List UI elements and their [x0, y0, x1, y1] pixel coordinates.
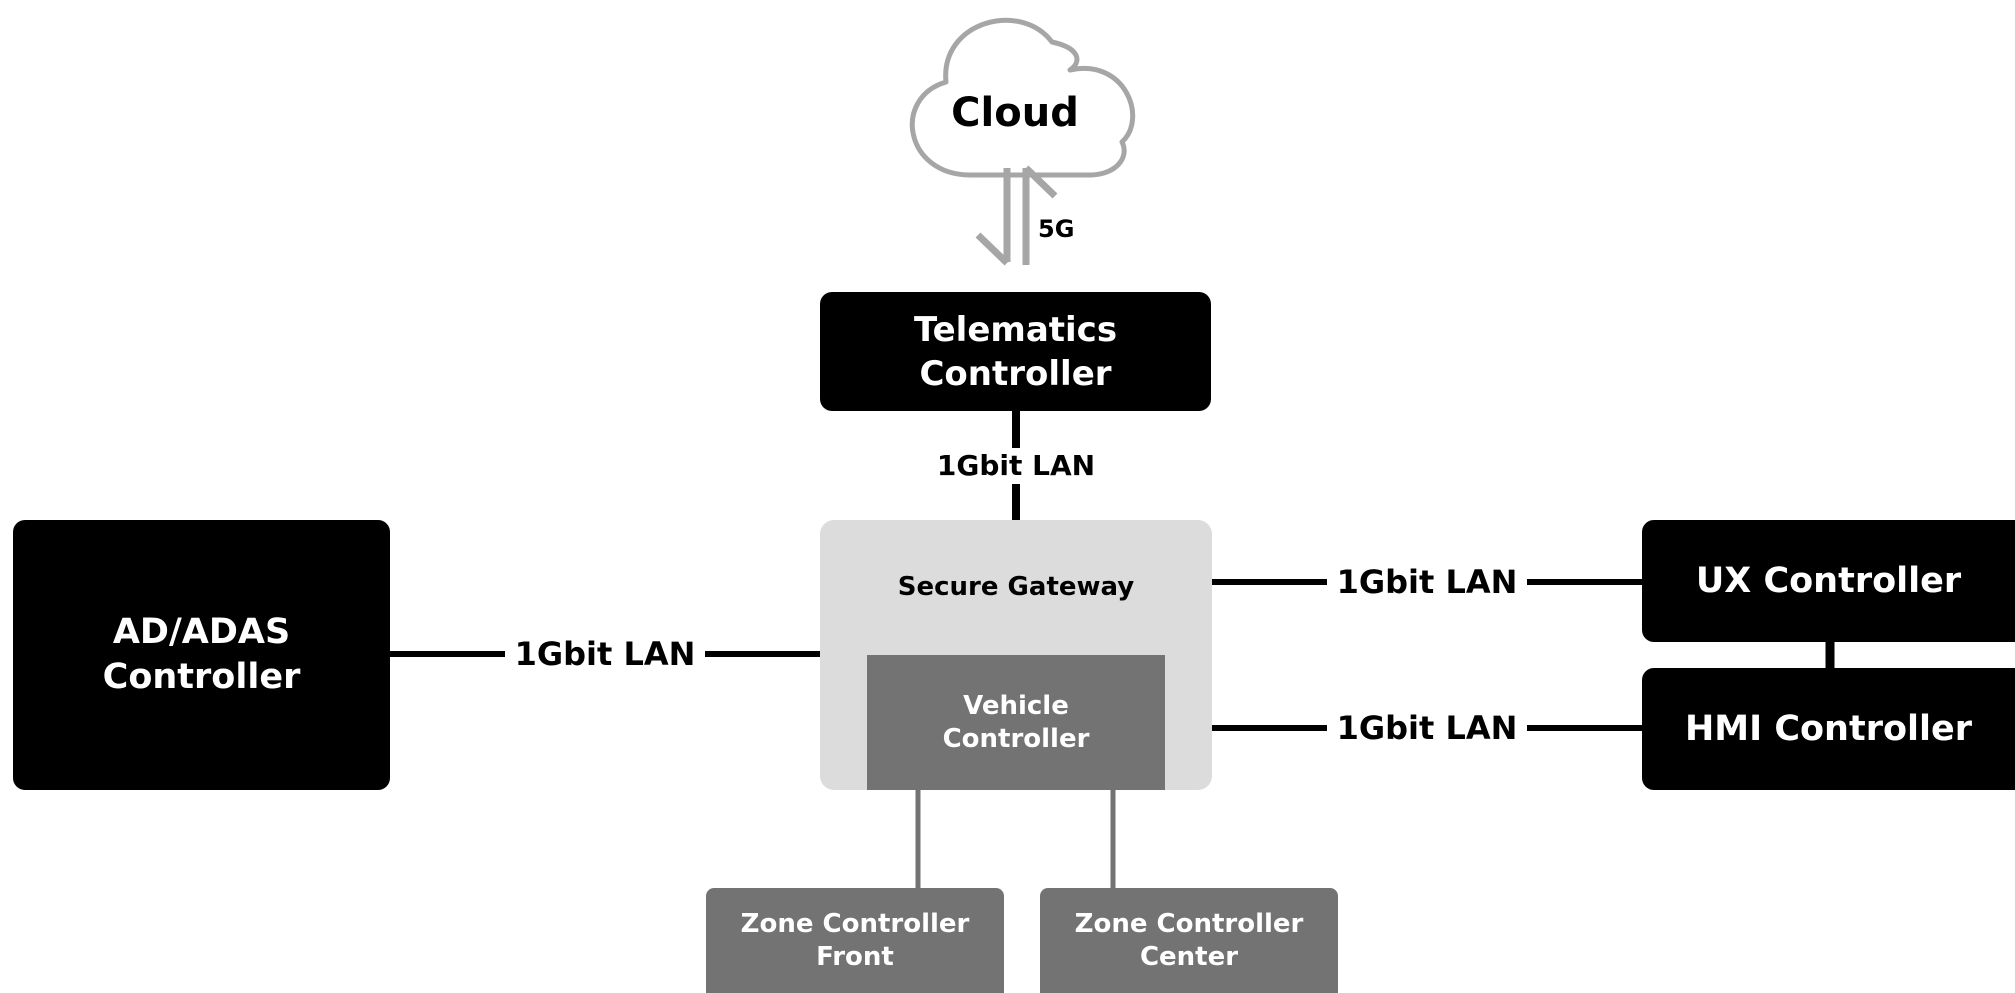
zone-front-line2: Front	[816, 941, 894, 972]
adas-link-label: 1Gbit LAN	[505, 633, 705, 675]
5g-arrows	[975, 165, 1058, 266]
zone-controller-center: Zone Controller Center	[1040, 888, 1338, 993]
adas-controller: AD/ADAS Controller	[13, 520, 390, 790]
cloud-label: Cloud	[951, 90, 1079, 136]
vehicle-line1: Vehicle	[963, 690, 1069, 721]
telematics-line2: Controller	[919, 353, 1112, 394]
zone-center-line2: Center	[1139, 941, 1239, 972]
hmi-controller: HMI Controller	[1642, 668, 2015, 790]
hmi-label: HMI Controller	[1684, 709, 1972, 749]
secure-gateway-label: Secure Gateway	[897, 572, 1135, 602]
vehicle-controller: Vehicle Controller	[867, 655, 1165, 790]
telematics-controller: Telematics Controller	[820, 292, 1211, 411]
zone-front-line1: Zone Controller	[740, 908, 970, 939]
zone-center-line1: Zone Controller	[1074, 908, 1304, 939]
telematics-link-label: 1Gbit LAN	[930, 448, 1102, 484]
telematics-line1: Telematics	[913, 309, 1118, 350]
cloud-shape	[909, 17, 1136, 178]
adas-line2: Controller	[102, 657, 301, 697]
ux-controller: UX Controller	[1642, 520, 2015, 642]
vehicle-line2: Controller	[942, 723, 1090, 754]
adas-line1: AD/ADAS	[112, 612, 291, 652]
ux-link-label: 1Gbit LAN	[1327, 561, 1527, 603]
zone-controller-front: Zone Controller Front	[706, 888, 1004, 993]
hmi-link-label: 1Gbit LAN	[1327, 707, 1527, 749]
ux-label: UX Controller	[1695, 561, 1962, 601]
5g-label: 5G	[1038, 215, 1075, 243]
